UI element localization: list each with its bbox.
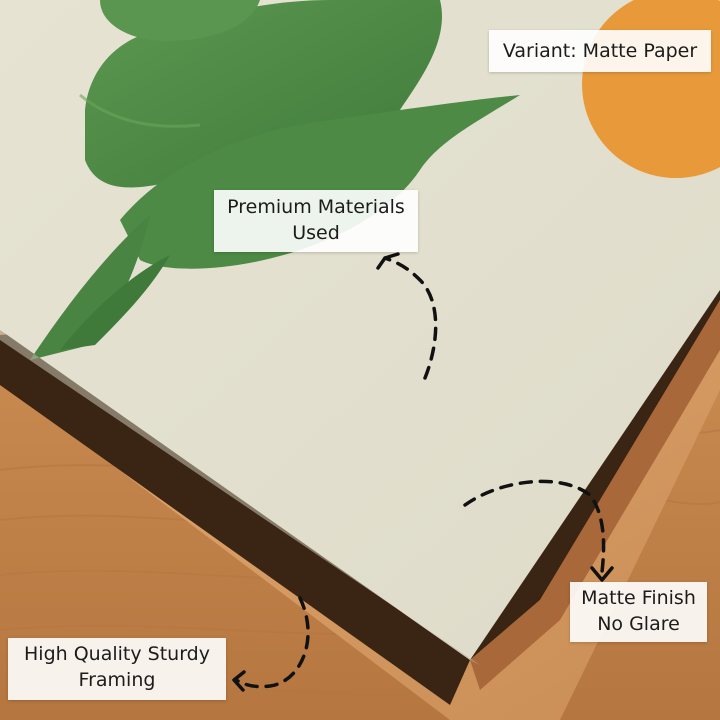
arrow-premium — [383, 256, 438, 380]
matte-finish-label: Matte Finish No Glare — [570, 582, 707, 642]
matte-line-1: Matte Finish — [581, 587, 696, 609]
arrow-premium-head — [376, 252, 400, 270]
framing-line-1: High Quality Sturdy — [24, 643, 210, 665]
framing-label: High Quality Sturdy Framing — [8, 638, 226, 700]
premium-line-2: Used — [292, 222, 340, 244]
premium-line-1: Premium Materials — [227, 196, 405, 218]
variant-label: Variant: Matte Paper — [489, 30, 711, 72]
arrow-matte-head — [590, 566, 614, 582]
variant-label-text: Variant: Matte Paper — [502, 40, 698, 62]
framing-line-2: Framing — [78, 669, 156, 691]
frame-inner-edge — [470, 300, 720, 690]
arrow-framing — [234, 596, 310, 689]
premium-materials-label: Premium Materials Used — [214, 190, 418, 252]
matte-line-2: No Glare — [597, 613, 680, 635]
arrow-framing-head — [232, 670, 246, 692]
arrow-matte — [463, 479, 606, 574]
